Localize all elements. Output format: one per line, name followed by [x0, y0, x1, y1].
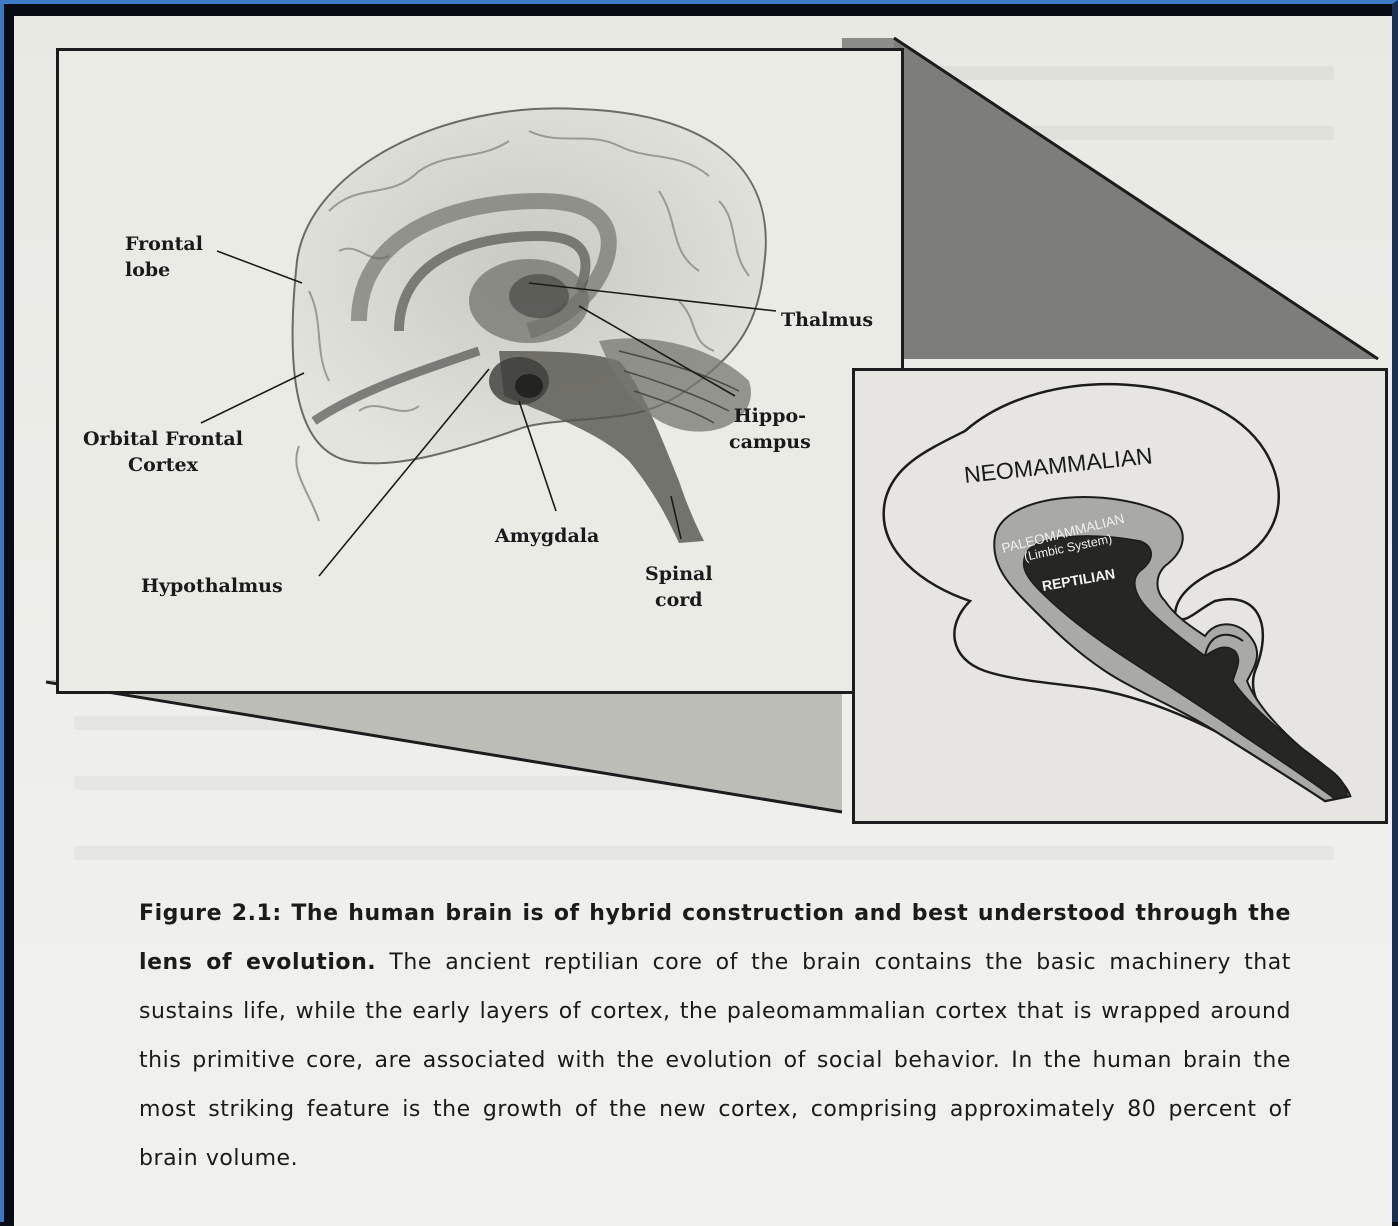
label-hypothalmus: Hypothalmus	[141, 573, 283, 599]
brain-anatomy-panel: Frontal lobe Thalmus Orbital Frontal Cor…	[56, 48, 904, 694]
label-spinal-cord: Spinal cord	[645, 561, 713, 613]
label-amygdala: Amygdala	[495, 523, 599, 549]
triune-brain-panel: NEOMAMMALIAN PALEOMAMMALIAN (Limbic Syst…	[852, 368, 1388, 824]
label-hippocampus: Hippo- campus	[729, 403, 811, 455]
caption-body: The ancient reptilian core of the brain …	[139, 950, 1291, 1171]
label-orbital-frontal-cortex: Orbital Frontal Cortex	[83, 426, 243, 478]
label-frontal-lobe: Frontal lobe	[125, 231, 203, 283]
figure-caption: Figure 2.1: The human brain is of hybrid…	[139, 889, 1291, 1183]
triune-brain-diagram: NEOMAMMALIAN PALEOMAMMALIAN (Limbic Syst…	[855, 371, 1385, 821]
label-thalmus: Thalmus	[781, 307, 873, 333]
book-page: Frontal lobe Thalmus Orbital Frontal Cor…	[14, 16, 1392, 1226]
